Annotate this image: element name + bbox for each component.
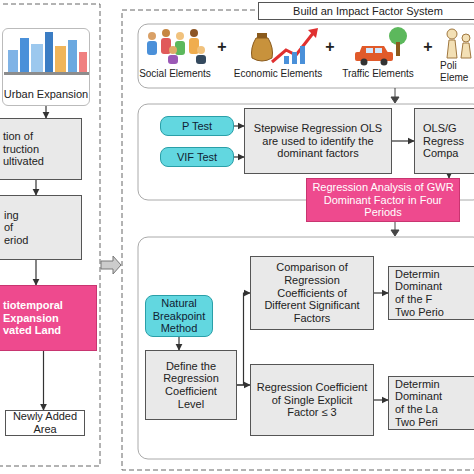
node-text: Determin Dominant of the F Two Perio	[395, 268, 450, 319]
process-box: ing of eriod	[0, 195, 82, 260]
factor-label: Social Elements	[135, 68, 215, 80]
node-text: tion of truction ultivated	[3, 130, 48, 168]
flow-arrow	[45, 106, 46, 118]
process-box: Stepwise Regression OLS are used to iden…	[244, 108, 392, 174]
node-text: ing of eriod	[4, 209, 24, 247]
flow-arrow	[43, 351, 44, 410]
node-text: Regression Coefficient of Single Explici…	[256, 381, 368, 419]
node-text: P Test	[182, 120, 212, 133]
right-panel	[122, 10, 474, 470]
highlight-box: tiotemporal Expansion vated Land	[0, 285, 97, 351]
node-text: VIF Test	[177, 151, 217, 164]
node-text: Define the Regression Coefficient Level	[151, 360, 231, 411]
flow-arrow	[35, 180, 36, 195]
social-icon	[147, 29, 206, 64]
city-illustration	[4, 32, 89, 75]
flow-arrow	[234, 156, 244, 157]
node-text: OLS/G Regress Compa	[423, 122, 443, 160]
node-text: tiotemporal Expansion vated Land	[3, 299, 81, 337]
process-box: Comparison of Regression Coefficients of…	[250, 256, 374, 330]
node-text: Urban Expansion	[4, 88, 88, 101]
flow-arrow	[374, 292, 388, 293]
process-box: Determin Dominant of the La Two Peri	[388, 376, 474, 430]
node-text: Regression Analysis of GWR Dominant Fact…	[310, 181, 456, 219]
test-pill: P Test	[160, 116, 234, 136]
factor-label: Traffic Elements	[338, 68, 418, 80]
node-text: Determin Dominant of the La Two Peri	[395, 378, 450, 429]
flow-arrow	[237, 293, 250, 385]
process-box: Define the Regression Coefficient Level	[145, 350, 237, 420]
flow-arrow	[35, 260, 36, 285]
node-text: Build an Impact Factor System	[293, 5, 443, 18]
flow-arrow	[374, 399, 388, 400]
flow-arrow	[237, 384, 250, 385]
flow-arrow	[392, 140, 414, 141]
process-box: Regression Coefficient of Single Explici…	[250, 364, 374, 436]
coefficient-group	[138, 237, 474, 459]
title-box: Build an Impact Factor System	[258, 2, 474, 20]
process-box: tion of truction ultivated	[0, 118, 82, 180]
node-text: Stepwise Regression OLS are used to iden…	[253, 122, 383, 160]
plus-sign: +	[214, 38, 230, 56]
result-box: Newly Added Area	[5, 410, 85, 436]
traffic-icon	[355, 27, 407, 66]
method-box: Natural Breakpoint Method	[145, 295, 213, 337]
node-text: Comparison of Regression Coefficients of…	[256, 261, 368, 324]
flow-arrow	[234, 125, 244, 126]
node-text: Natural Breakpoint Method	[149, 297, 209, 335]
node-text: Newly Added Area	[10, 410, 80, 435]
illustration-box: Urban Expansion	[2, 28, 90, 106]
economic-icon	[252, 28, 319, 64]
process-box: OLS/G Regress Compa	[414, 108, 474, 174]
factor-label: Poli Eleme	[440, 60, 474, 83]
process-box: Determin Dominant of the F Two Perio	[388, 266, 474, 320]
panel-arrow	[101, 256, 121, 274]
factor-label: Economic Elements	[232, 68, 324, 80]
plus-sign: +	[322, 38, 338, 56]
test-pill: VIF Test	[160, 147, 234, 167]
highlight-box: Regression Analysis of GWR Dominant Fact…	[306, 178, 460, 222]
plus-sign: +	[420, 38, 436, 56]
policy-icon	[447, 29, 471, 58]
flow-arrow	[178, 337, 179, 350]
